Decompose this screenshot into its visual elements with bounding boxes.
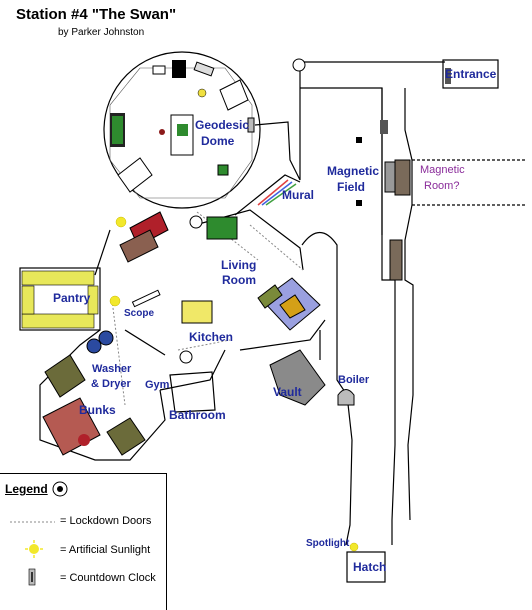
lockdown-door (249, 224, 304, 271)
room-label-bathroom: Bathroom (169, 408, 226, 422)
room-label-boiler: Boiler (338, 374, 370, 386)
lockdown-door (111, 299, 126, 406)
room-label-geodesic: Geodesic (195, 118, 250, 132)
mural-wall (234, 174, 301, 216)
room-label-magnetic-room-2: Room? (424, 180, 460, 192)
compass-icon (52, 481, 68, 497)
room-label-kitchen: Kitchen (189, 330, 234, 344)
door-circle (189, 215, 203, 229)
room-label-pantry: Pantry (53, 291, 91, 305)
legend-box: Legend = Lockdown Doors = Artificial Sun… (0, 473, 167, 610)
lockdown-door (177, 339, 231, 351)
legend-countdown-clock: = Countdown Clock (60, 572, 156, 584)
map-title: Station #4 "The Swan" (16, 6, 177, 23)
room-label-scope: Scope (124, 308, 155, 319)
room-label-living-room: Room (222, 273, 256, 287)
room-label-field: Field (337, 180, 366, 194)
legend-artificial-sunlight: = Artificial Sunlight (60, 544, 151, 556)
east-corridor-wall (381, 88, 414, 545)
room-label-living: Living (221, 258, 257, 272)
magnetic-room-dashed (412, 159, 525, 206)
bathroom-wall (169, 371, 216, 413)
room-label-mural: Mural (282, 188, 315, 202)
kitchen-table (181, 300, 213, 324)
legend-title: Legend (5, 482, 48, 496)
room-label-bunks: Bunks (79, 403, 116, 417)
pantry-room (19, 267, 101, 331)
room-label-washer: Washer (92, 363, 132, 375)
room-label-magnetic-room-1: Magnetic (420, 164, 465, 176)
room-label-magnetic: Magnetic (327, 164, 380, 178)
room-label-gym: Gym (145, 379, 170, 391)
sunlight-icon (115, 216, 127, 228)
upper-corridor-wall (254, 61, 445, 235)
room-label-hatch: Hatch (353, 560, 387, 574)
clock-icon (28, 568, 36, 586)
legend-lockdown-doors: = Lockdown Doors (60, 515, 152, 527)
room-label-vault: Vault (273, 385, 302, 399)
hatch-room (346, 551, 386, 583)
sunlight-icon (349, 542, 359, 552)
entrance-room (442, 59, 499, 89)
dotted-line-icon (10, 521, 55, 523)
sunlight-icon (109, 295, 121, 307)
sunburst-icon (25, 540, 43, 558)
room-label-dome: Dome (201, 134, 235, 148)
dome-chair (159, 129, 165, 135)
room-label-spotlight: Spotlight (306, 538, 350, 549)
vault-corridor-wall (301, 231, 353, 546)
map-author: by Parker Johnston (58, 27, 145, 38)
room-label-dryer: & Dryer (91, 378, 131, 390)
geodesic-dome-wall (103, 51, 261, 209)
room-label-entrance: Entrance (445, 67, 497, 81)
